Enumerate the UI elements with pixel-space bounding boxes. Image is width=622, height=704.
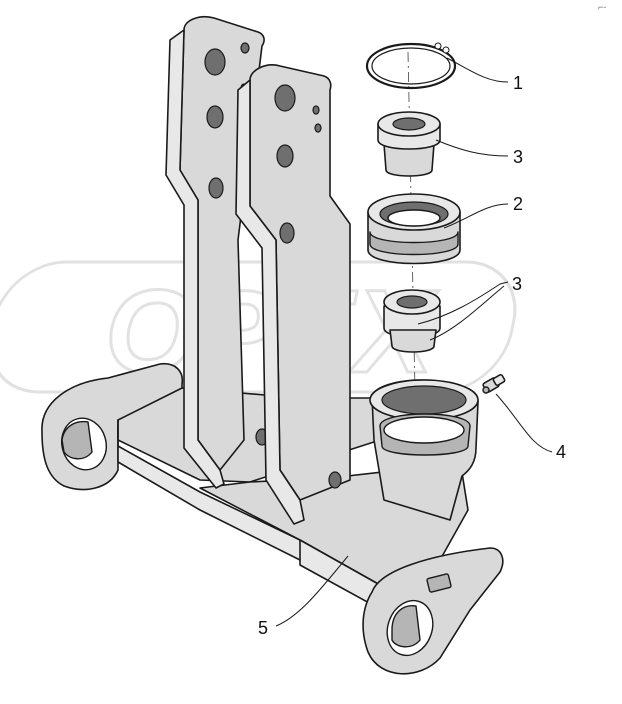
retaining-ring <box>365 42 457 90</box>
callout-1: 1 <box>513 73 523 93</box>
grease-fitting <box>482 373 506 394</box>
corner-mark: ⌐- <box>598 2 606 12</box>
callout-2: 2 <box>513 194 523 214</box>
bushing-upper <box>377 111 441 177</box>
bushing-lower <box>383 289 441 353</box>
callout-numbers: 1 3 2 3 4 5 <box>258 73 566 638</box>
callout-5: 5 <box>258 618 268 638</box>
callout-3-upper: 3 <box>513 147 523 167</box>
callout-3-lower: 3 <box>512 274 522 294</box>
bearing-cup <box>367 193 461 265</box>
upright-plate-front <box>235 64 351 525</box>
callout-4: 4 <box>556 442 566 462</box>
leader-lines <box>275 57 553 627</box>
